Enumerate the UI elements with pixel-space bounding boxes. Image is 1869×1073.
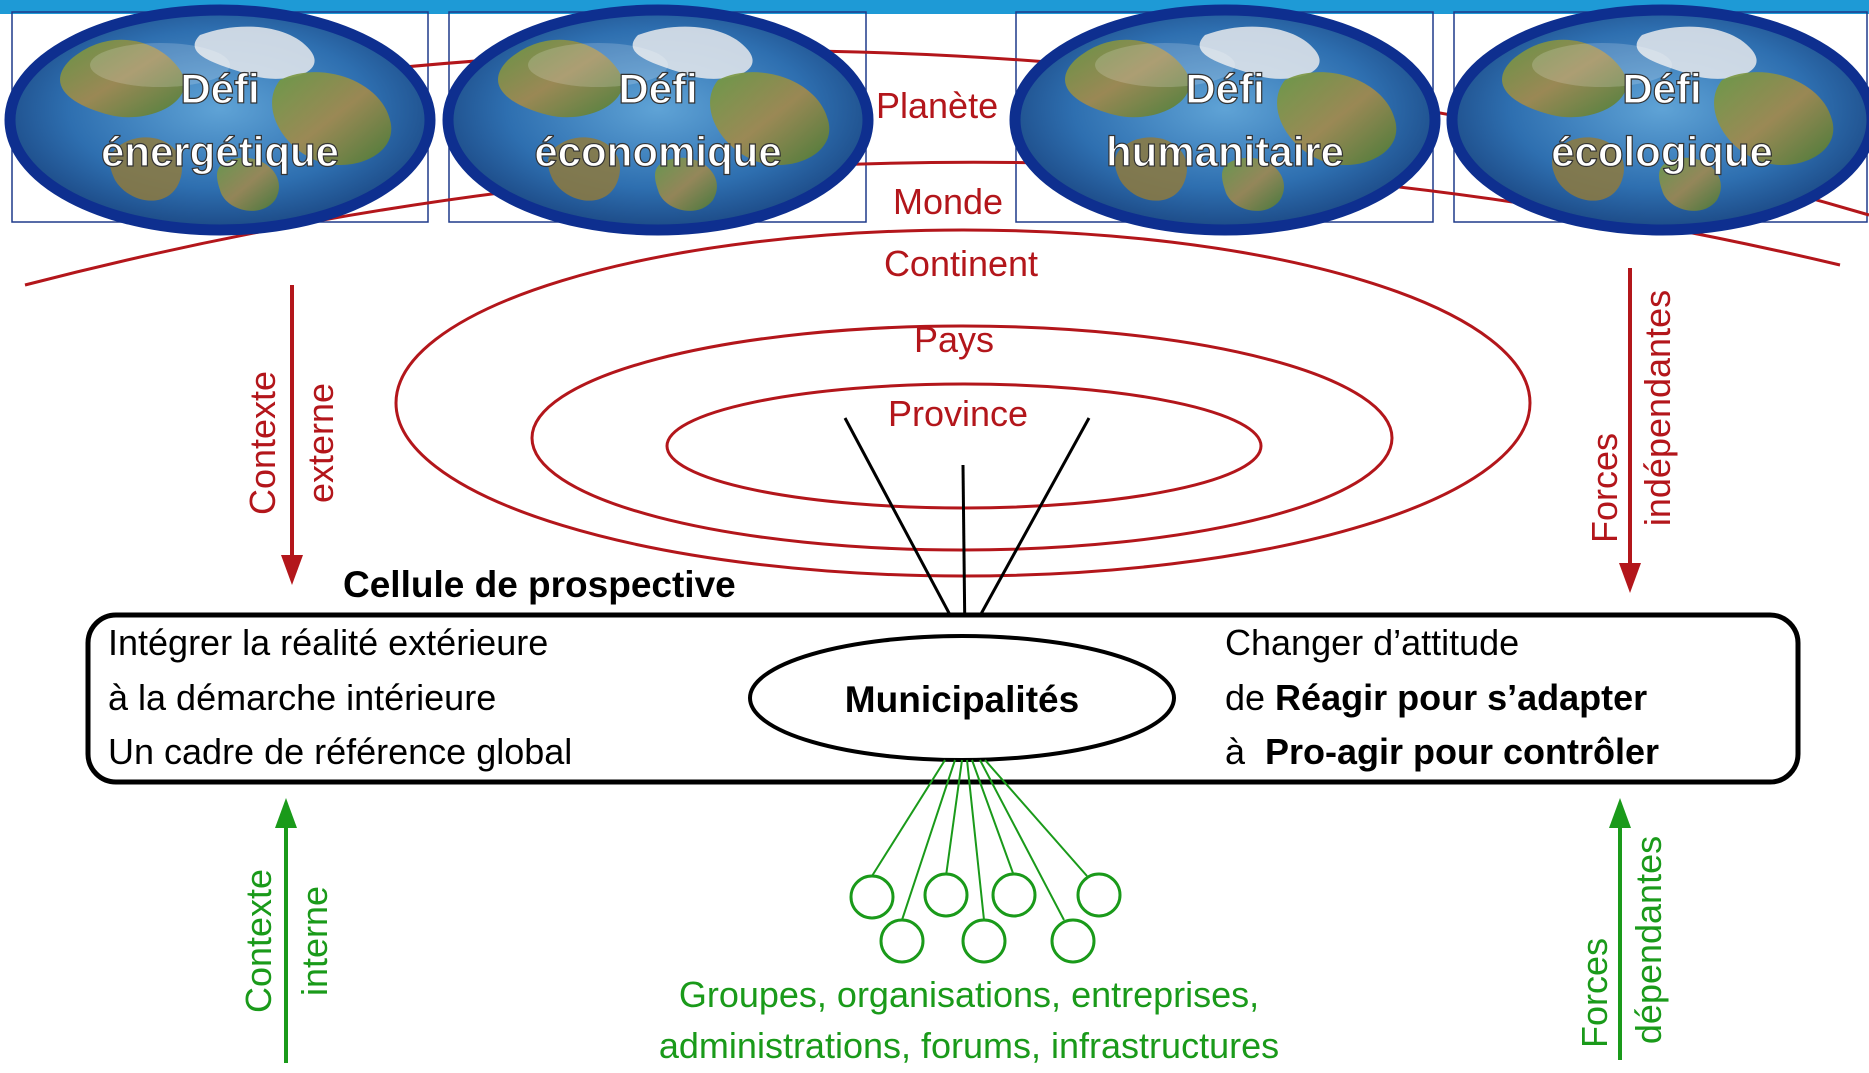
challenge-4-line2: écologique xyxy=(1551,128,1773,175)
cell-right-line2-prefix: de xyxy=(1225,677,1275,718)
challenge-1-line1: Défi xyxy=(180,65,259,112)
challenge-2-line1: Défi xyxy=(618,65,697,112)
group-connector xyxy=(966,759,985,921)
group-node xyxy=(1076,872,1122,918)
group-node xyxy=(991,872,1037,918)
challenge-1-line2: énergétique xyxy=(101,128,339,175)
groups-line1: Groupes, organisations, entreprises, xyxy=(679,974,1259,1015)
dependent-forces-arrow xyxy=(1609,798,1631,1060)
converging-line xyxy=(963,417,1091,644)
independent-forces-label: Forces indépendantes xyxy=(1584,290,1678,543)
group-connector xyxy=(984,759,1088,877)
converging-line xyxy=(843,417,967,644)
challenge-3-line1: Défi xyxy=(1185,65,1264,112)
label-province: Province xyxy=(888,393,1028,434)
dependent-forces-line1: Forces xyxy=(1574,938,1615,1048)
internal-context-label: Contexte interne xyxy=(238,869,335,1013)
label-planete: Planète xyxy=(876,85,998,126)
group-node xyxy=(923,872,969,918)
arrow-down-icon xyxy=(1619,563,1641,593)
cell-left-line1: Intégrer la réalité extérieure xyxy=(108,622,548,663)
group-connector xyxy=(871,759,946,877)
converging-lines xyxy=(843,417,1091,644)
pays-ellipse xyxy=(530,324,1394,552)
group-connector xyxy=(971,759,1015,877)
globe-economique xyxy=(442,4,874,236)
group-connector xyxy=(945,759,963,877)
cell-right-line3: à Pro-agir pour contrôler xyxy=(1225,731,1659,772)
independent-forces-arrow xyxy=(1619,268,1641,593)
independent-forces-line1: Forces xyxy=(1584,433,1625,543)
cell-right-line1: Changer d’attitude xyxy=(1225,622,1519,663)
cell-right-line2: de Réagir pour s’adapter xyxy=(1225,677,1647,718)
group-connectors xyxy=(871,759,1088,921)
globe-humanitaire xyxy=(1009,4,1441,236)
arrow-up-icon xyxy=(1609,798,1631,828)
municipalites-label: Municipalités xyxy=(845,679,1079,720)
cell-right-line2-bold: Réagir pour s’adapter xyxy=(1275,677,1647,718)
internal-context-line2: interne xyxy=(294,886,335,996)
cell-right-line3-prefix: à xyxy=(1225,731,1265,772)
group-node xyxy=(849,874,895,920)
group-nodes xyxy=(849,872,1122,964)
challenge-2-line2: économique xyxy=(534,128,781,175)
external-context-line1: Contexte xyxy=(242,371,283,515)
cell-left-line2: à la démarche intérieure xyxy=(108,677,496,718)
label-monde: Monde xyxy=(893,181,1003,222)
challenge-titles: Défi énergétique Défi économique Défi hu… xyxy=(100,64,1773,175)
challenge-4-line1: Défi xyxy=(1622,65,1701,112)
dependent-forces-label: Forces dépendantes xyxy=(1574,836,1669,1048)
cell-left-text: Intégrer la réalité extérieure à la déma… xyxy=(108,622,572,772)
external-context-label: Contexte externe xyxy=(242,371,341,515)
groups-caption: Groupes, organisations, entreprises, adm… xyxy=(659,974,1279,1066)
groups-line2: administrations, forums, infrastructures xyxy=(659,1025,1279,1066)
challenge-3-line2: humanitaire xyxy=(1106,128,1344,175)
group-connector xyxy=(901,759,956,921)
cell-title: Cellule de prospective xyxy=(343,564,736,605)
cell-left-line3: Un cadre de référence global xyxy=(108,731,572,772)
cell-right-text: Changer d’attitude de Réagir pour s’adap… xyxy=(1225,622,1659,772)
arrow-down-icon xyxy=(281,555,303,585)
independent-forces-line2: indépendantes xyxy=(1637,290,1678,526)
globe-energetique xyxy=(4,4,436,236)
arrow-up-icon xyxy=(275,798,297,828)
group-node xyxy=(879,918,925,964)
internal-context-line1: Contexte xyxy=(238,869,279,1013)
cell-right-line3-bold: Pro-agir pour contrôler xyxy=(1265,731,1659,772)
top-bar xyxy=(0,0,1869,14)
globe-ecologique xyxy=(1446,4,1869,236)
external-context-arrow xyxy=(281,285,303,585)
dependent-forces-line2: dépendantes xyxy=(1628,836,1669,1044)
label-continent: Continent xyxy=(884,243,1038,284)
group-node xyxy=(961,918,1007,964)
group-connector xyxy=(979,759,1065,921)
external-context-line2: externe xyxy=(300,383,341,503)
internal-context-arrow xyxy=(275,798,297,1063)
group-node xyxy=(1050,918,1096,964)
